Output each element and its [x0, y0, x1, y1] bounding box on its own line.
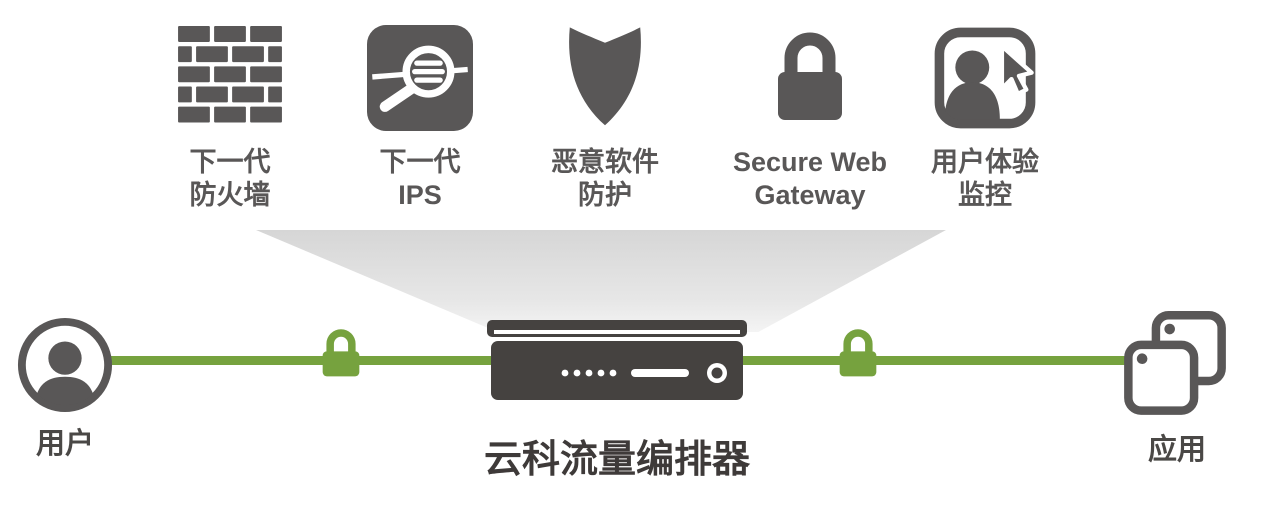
service-ngfw-label-line1: 下一代	[189, 147, 271, 177]
service-uem-label: 用户体验 监控	[931, 146, 1039, 212]
secure-web-gateway-lock-icon	[755, 22, 865, 134]
encryption-lock-left-icon	[316, 324, 366, 382]
service-uem-label-line2: 监控	[958, 179, 1012, 210]
service-swg-label: Secure Web Gateway	[733, 146, 887, 212]
application-label: 应用	[1147, 434, 1206, 466]
user-icon	[16, 316, 114, 414]
service-ngfw-label: 下一代 防火墙	[190, 146, 271, 212]
orchestrator-appliance	[485, 320, 749, 404]
user-label: 用户	[35, 428, 94, 460]
service-malware-label: 恶意软件 防护	[551, 146, 659, 212]
service-secure-web-gateway: Secure Web Gateway	[710, 22, 910, 212]
service-uem-label-line1: 用户体验	[931, 147, 1039, 177]
encryption-lock-right-icon	[833, 324, 883, 382]
service-swg-label-line1: Secure Web	[732, 147, 888, 177]
orchestrator-label: 云科流量编排器	[483, 439, 750, 481]
malware-shield-icon	[550, 22, 660, 134]
service-malware-label-line2: 防护	[578, 179, 632, 210]
applications-icon	[1122, 310, 1228, 418]
ips-magnifier-icon	[365, 22, 475, 134]
service-user-experience: 用户体验 监控	[885, 22, 1085, 212]
service-ngips-label-line2: IPS	[398, 179, 442, 210]
service-malware-label-line1: 恶意软件	[551, 147, 659, 177]
service-ngips-label: 下一代 IPS	[380, 146, 461, 212]
service-swg-label-line2: Gateway	[754, 179, 866, 210]
service-ngfw: 下一代 防火墙	[130, 22, 330, 212]
firewall-brick-wall-icon	[175, 22, 285, 134]
service-ngips: 下一代 IPS	[320, 22, 520, 212]
service-funnel-shape	[256, 230, 946, 332]
service-malware-protection: 恶意软件 防护	[505, 22, 705, 212]
service-ngips-label-line1: 下一代	[379, 147, 461, 177]
service-ngfw-label-line2: 防火墙	[189, 179, 271, 210]
user-experience-monitor-icon	[930, 22, 1040, 134]
